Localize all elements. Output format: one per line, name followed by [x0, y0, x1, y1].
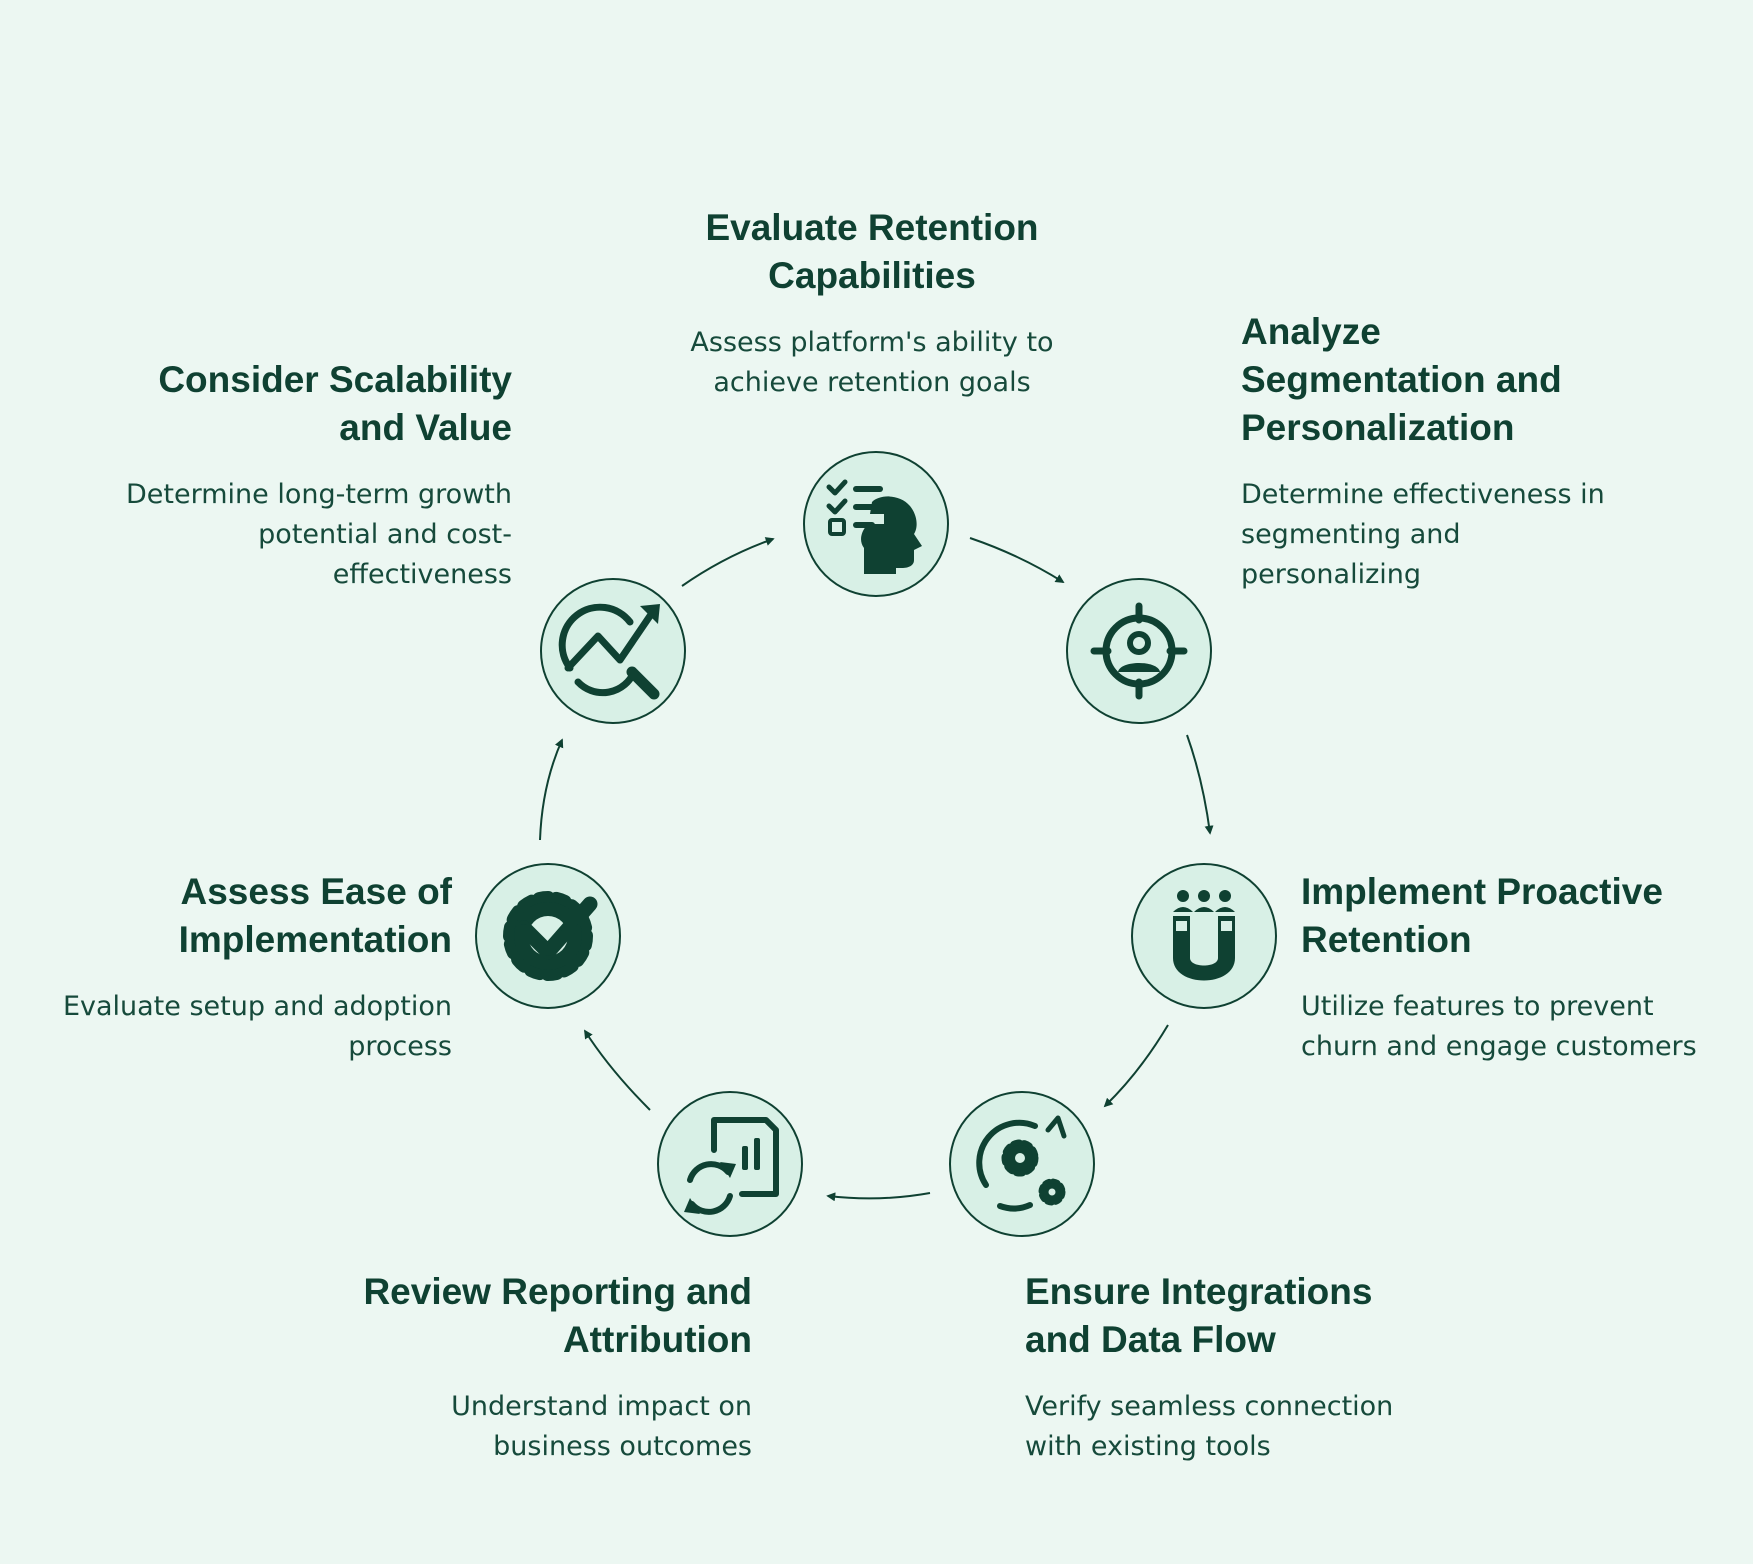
- arrow-6-to-7: [539, 738, 564, 841]
- step-2-description: Determine effectiveness in segmenting an…: [1241, 475, 1721, 595]
- step-6-desc-line-2: process: [348, 1031, 452, 1062]
- step-5-title: Review Reporting and Attribution: [272, 1268, 752, 1364]
- step-6-node: [475, 863, 621, 1009]
- step-6-desc-line-1: Evaluate setup and adoption: [62, 991, 452, 1022]
- step-2-title-line-2: Segmentation and: [1241, 359, 1562, 400]
- step-1-title-line-1: Evaluate Retention: [705, 207, 1039, 248]
- step-2-desc-line-3: personalizing: [1241, 559, 1422, 590]
- arrow-4-to-5: [826, 1192, 931, 1202]
- step-1-title-line-2: Capabilities: [768, 255, 976, 296]
- step-3-desc-line-1: Utilize features to prevent: [1301, 991, 1654, 1022]
- step-7-title-line-1: Consider Scalability: [158, 359, 512, 400]
- step-5-node: [657, 1091, 803, 1237]
- step-7-desc-line-1: Determine long-term growth: [125, 479, 512, 510]
- step-2-node: [1066, 578, 1212, 724]
- report-refresh-icon: [684, 1117, 779, 1215]
- arrow-7-to-1: [681, 537, 775, 587]
- step-3-title: Implement Proactive Retention: [1301, 868, 1741, 964]
- gear-check-icon: [503, 891, 598, 981]
- step-5-desc-line-1: Understand impact on: [451, 1391, 752, 1422]
- step-3-title-line-2: Retention: [1301, 919, 1472, 960]
- gears-cycle-icon: [976, 1115, 1067, 1212]
- step-4-title-line-2: and Data Flow: [1025, 1319, 1276, 1360]
- step-2-desc-line-2: segmenting and: [1241, 519, 1461, 550]
- step-6-description: Evaluate setup and adoption process: [30, 987, 452, 1067]
- checklist-head-icon: [826, 479, 922, 574]
- step-2-title-line-1: Analyze: [1241, 311, 1381, 352]
- step-4-description: Verify seamless connection with existing…: [1025, 1387, 1485, 1467]
- arrow-2-to-3: [1186, 734, 1214, 835]
- step-7-description: Determine long-term growth potential and…: [72, 475, 512, 595]
- step-2-title-line-3: Personalization: [1241, 407, 1515, 448]
- step-1-title: Evaluate Retention Capabilities: [672, 204, 1072, 300]
- step-1-description: Assess platform's ability to achieve ret…: [672, 323, 1072, 403]
- step-1-node: [803, 451, 949, 597]
- step-2-title: Analyze Segmentation and Personalization: [1241, 308, 1701, 452]
- step-7-desc-line-3: effectiveness: [332, 559, 512, 590]
- magnet-users-icon: [1173, 890, 1235, 981]
- arrow-3-to-4: [1103, 1024, 1169, 1108]
- arrow-1-to-2: [969, 537, 1065, 583]
- step-3-description: Utilize features to prevent churn and en…: [1301, 987, 1741, 1067]
- step-1-desc-line-1: Assess platform's ability to: [690, 327, 1054, 358]
- step-6-title-line-1: Assess Ease of: [180, 871, 452, 912]
- step-7-title: Consider Scalability and Value: [92, 356, 512, 452]
- step-4-node: [949, 1091, 1095, 1237]
- step-7-title-line-2: and Value: [339, 407, 512, 448]
- step-5-title-line-2: Attribution: [562, 1319, 752, 1360]
- step-1-desc-line-2: achieve retention goals: [713, 367, 1031, 398]
- step-3-node: [1131, 863, 1277, 1009]
- step-2-desc-line-1: Determine effectiveness in: [1241, 479, 1605, 510]
- step-5-desc-line-2: business outcomes: [493, 1431, 752, 1462]
- step-4-desc-line-2: with existing tools: [1025, 1431, 1271, 1462]
- step-7-node: [540, 578, 686, 724]
- step-4-title-line-1: Ensure Integrations: [1025, 1271, 1373, 1312]
- step-3-desc-line-2: churn and engage customers: [1301, 1031, 1697, 1062]
- step-6-title: Assess Ease of Implementation: [50, 868, 452, 964]
- step-4-title: Ensure Integrations and Data Flow: [1025, 1268, 1485, 1364]
- step-7-desc-line-2: potential and cost-: [258, 519, 512, 550]
- trend-search-icon: [558, 603, 660, 700]
- step-5-title-line-1: Review Reporting and: [363, 1271, 752, 1312]
- step-6-title-line-2: Implementation: [178, 919, 452, 960]
- step-4-desc-line-1: Verify seamless connection: [1025, 1391, 1394, 1422]
- arrow-5-to-6: [584, 1029, 651, 1111]
- step-5-description: Understand impact on business outcomes: [292, 1387, 752, 1467]
- step-3-title-line-1: Implement Proactive: [1301, 871, 1663, 912]
- target-user-icon: [1090, 602, 1188, 700]
